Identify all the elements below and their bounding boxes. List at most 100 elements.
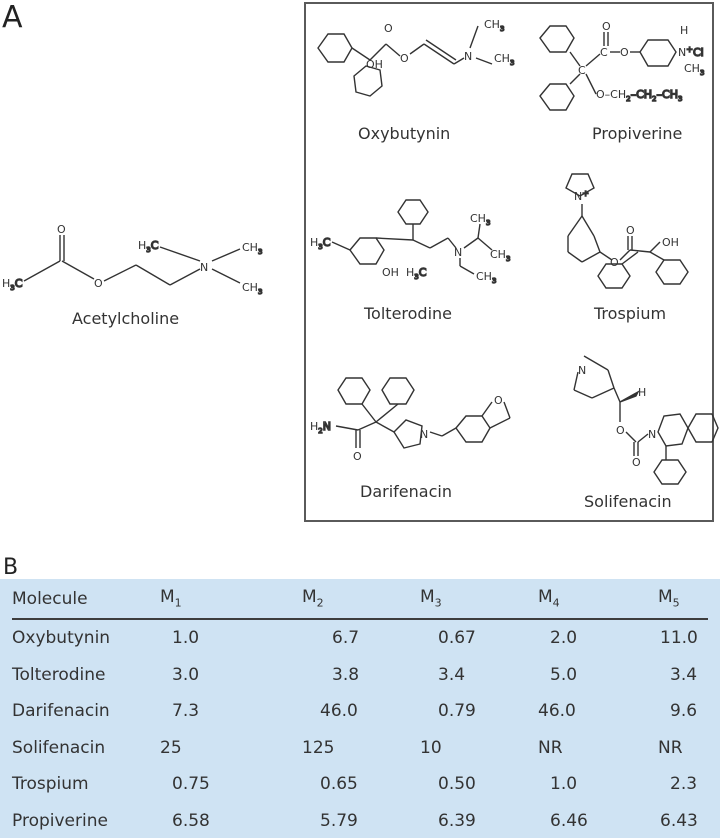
cell-m2: 0.65 — [302, 766, 420, 803]
acetylcholine-label: Acetylcholine — [72, 309, 179, 328]
cell-molecule: Trospium — [12, 766, 160, 803]
cell-molecule: Tolterodine — [12, 657, 160, 694]
header-m1: M1 — [160, 579, 302, 619]
cell-m1: 7.3 — [160, 693, 302, 730]
svg-text:O: O — [632, 456, 641, 469]
acetylcholine-structure: H3C O O N H3C CH3 CH3 Acetylcholine — [0, 225, 290, 335]
solifenacin-label: Solifenacin — [584, 492, 672, 511]
trospium-diagram: N+ O O OH — [538, 164, 718, 294]
tolterodine-structure: H3C OH N CH3 CH3 H3C CH3 Tolterodine — [310, 194, 510, 334]
cell-molecule: Oxybutynin — [12, 619, 160, 657]
receptor-affinity-table: Molecule M1 M2 M3 M4 M5 Oxybutynin 1.0 6… — [12, 579, 708, 839]
svg-text:H3C: H3C — [310, 236, 331, 251]
cell-m3: 0.67 — [420, 619, 538, 657]
svg-text:O: O — [57, 223, 66, 236]
table-row: Propiverine 6.58 5.79 6.39 6.46 6.43 — [12, 803, 708, 839]
acetylcholine-diagram: H3C O O N H3C CH3 CH3 — [0, 225, 290, 305]
cell-m2: 3.8 — [302, 657, 420, 694]
cell-m4: 2.0 — [538, 619, 658, 657]
cell-m3: 6.39 — [420, 803, 538, 839]
svg-text:O: O — [94, 277, 103, 290]
svg-text:O: O — [384, 22, 393, 35]
cell-m3: 0.79 — [420, 693, 538, 730]
svg-text:N: N — [464, 50, 472, 63]
svg-text:CH3: CH3 — [470, 212, 490, 227]
svg-text:H: H — [680, 24, 688, 37]
cell-m5: 11.0 — [658, 619, 708, 657]
header-molecule: Molecule — [12, 579, 160, 619]
cell-m5: 9.6 — [658, 693, 708, 730]
svg-text:O: O — [610, 256, 619, 269]
trospium-label: Trospium — [594, 304, 666, 323]
svg-text:N+: N+ — [574, 189, 589, 203]
tolterodine-diagram: H3C OH N CH3 CH3 H3C CH3 — [310, 194, 510, 304]
propiverine-diagram: C C O O N+Cl H CH3 O–CH2–CH2–CH3 — [534, 14, 714, 114]
antimuscarinic-structures-box: OH O O N CH3 CH3 Oxybutynin C C — [304, 2, 714, 522]
svg-text:CH3: CH3 — [242, 281, 262, 296]
svg-text:H3C: H3C — [2, 277, 23, 292]
propiverine-label: Propiverine — [592, 124, 682, 143]
cell-molecule: Propiverine — [12, 803, 160, 839]
receptor-affinity-table-container: Molecule M1 M2 M3 M4 M5 Oxybutynin 1.0 6… — [0, 579, 720, 838]
oxybutynin-structure: OH O O N CH3 CH3 Oxybutynin — [314, 14, 504, 154]
svg-text:CH3: CH3 — [684, 62, 704, 77]
oxybutynin-diagram: OH O O N CH3 CH3 — [314, 14, 504, 114]
svg-text:N: N — [200, 261, 208, 274]
svg-text:OH: OH — [382, 266, 399, 279]
svg-text:O: O — [353, 450, 362, 463]
svg-text:CH3: CH3 — [484, 18, 504, 33]
table-row: Darifenacin 7.3 46.0 0.79 46.0 9.6 — [12, 693, 708, 730]
darifenacin-label: Darifenacin — [360, 482, 452, 501]
header-m5: M5 — [658, 579, 708, 619]
table-row: Solifenacin 25 125 10 NR NR — [12, 730, 708, 767]
trospium-structure: N+ O O OH Trospium — [538, 164, 718, 334]
svg-text:O: O — [626, 224, 635, 237]
table-header-row: Molecule M1 M2 M3 M4 M5 — [12, 579, 708, 619]
cell-m1: 1.0 — [160, 619, 302, 657]
svg-text:O: O — [602, 20, 611, 33]
svg-text:CH3: CH3 — [242, 241, 262, 256]
svg-text:H: H — [638, 386, 646, 399]
cell-m1: 25 — [160, 730, 302, 767]
cell-m1: 0.75 — [160, 766, 302, 803]
table-row: Tolterodine 3.0 3.8 3.4 5.0 3.4 — [12, 657, 708, 694]
cell-m2: 5.79 — [302, 803, 420, 839]
cell-m5: NR — [658, 730, 708, 767]
svg-text:N: N — [420, 428, 428, 441]
cell-m4: NR — [538, 730, 658, 767]
svg-text:O: O — [400, 52, 409, 65]
solifenacin-structure: N H O O N Solifenacin — [538, 352, 718, 524]
darifenacin-structure: H2N O N O Darifenacin — [310, 374, 520, 524]
table-row: Trospium 0.75 0.65 0.50 1.0 2.3 — [12, 766, 708, 803]
svg-text:H3C: H3C — [138, 239, 159, 254]
svg-text:N: N — [648, 428, 656, 441]
header-m4: M4 — [538, 579, 658, 619]
svg-text:O: O — [494, 394, 503, 407]
oxybutynin-label: Oxybutynin — [358, 124, 450, 143]
cell-m3: 0.50 — [420, 766, 538, 803]
cell-m4: 6.46 — [538, 803, 658, 839]
panel-a-label: A — [2, 0, 23, 35]
panel-b-label: B — [3, 555, 18, 580]
tolterodine-label: Tolterodine — [364, 304, 452, 323]
svg-text:H2N: H2N — [310, 420, 331, 435]
cell-m4: 5.0 — [538, 657, 658, 694]
cell-m2: 125 — [302, 730, 420, 767]
svg-text:O–CH2–CH2–CH3: O–CH2–CH2–CH3 — [596, 88, 682, 103]
svg-text:OH: OH — [366, 58, 383, 71]
svg-text:CH3: CH3 — [490, 248, 510, 263]
cell-m4: 46.0 — [538, 693, 658, 730]
svg-text:H3C: H3C — [406, 266, 427, 281]
svg-text:OH: OH — [662, 236, 679, 249]
svg-text:O: O — [616, 424, 625, 437]
svg-text:CH3: CH3 — [476, 270, 496, 285]
cell-m5: 2.3 — [658, 766, 708, 803]
cell-m2: 46.0 — [302, 693, 420, 730]
cell-m5: 6.43 — [658, 803, 708, 839]
cell-molecule: Darifenacin — [12, 693, 160, 730]
cell-m4: 1.0 — [538, 766, 658, 803]
cell-m1: 6.58 — [160, 803, 302, 839]
svg-text:C: C — [600, 46, 608, 59]
header-m2: M2 — [302, 579, 420, 619]
cell-molecule: Solifenacin — [12, 730, 160, 767]
